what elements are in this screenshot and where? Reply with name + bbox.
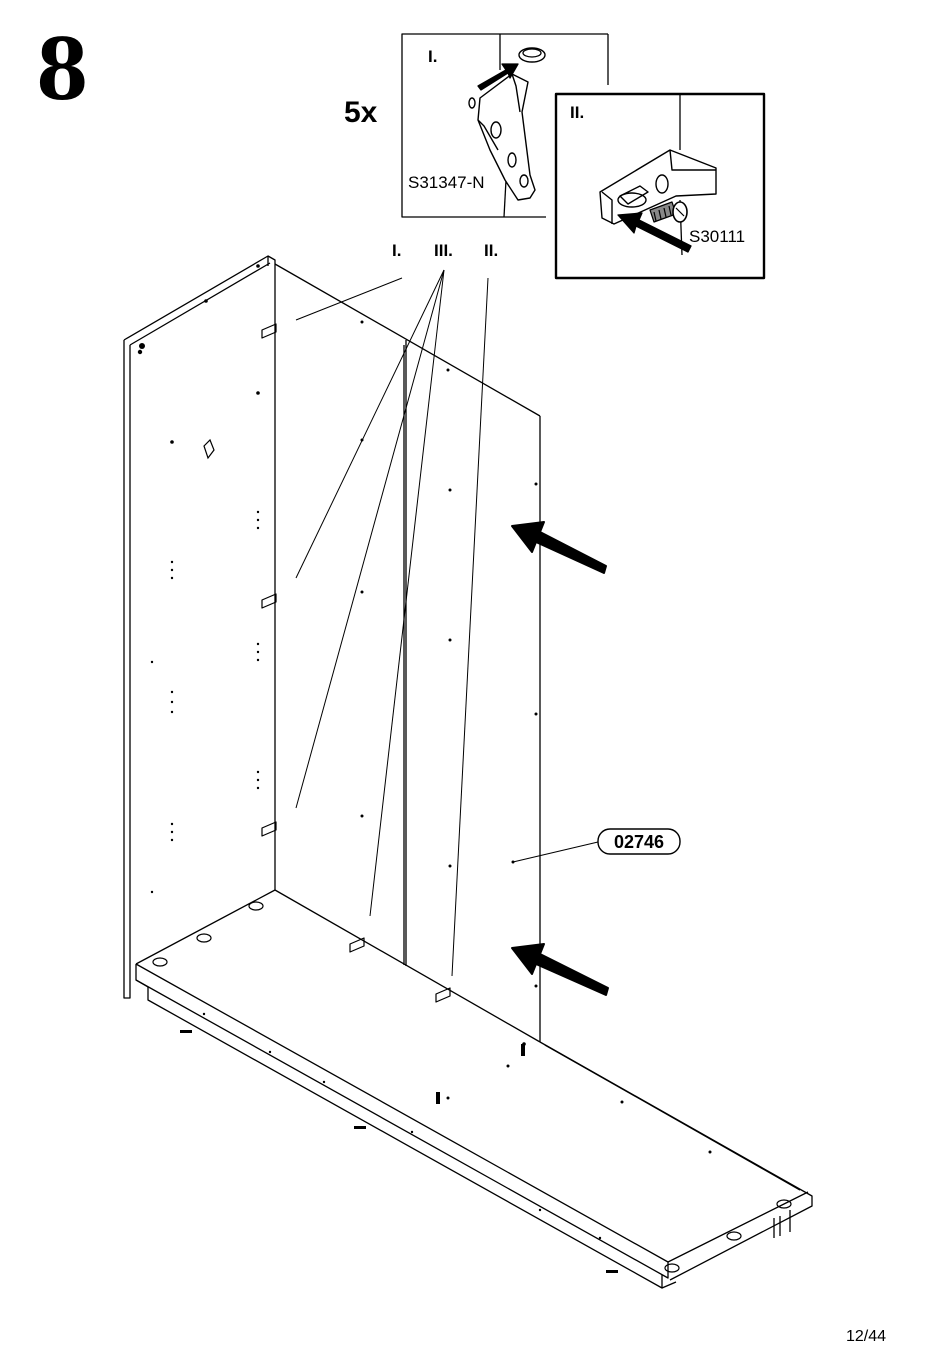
callout-one-label: I. [392, 241, 401, 260]
detail-two-box [556, 94, 764, 278]
cover-cap-drawing [519, 48, 545, 62]
detail-two-label: II. [570, 103, 584, 122]
page-number: 12/44 [846, 1328, 886, 1346]
callout-leaders [296, 270, 598, 976]
bottom-glides [153, 902, 791, 1272]
arrow-icon [512, 522, 606, 573]
panel-code-text: 02746 [614, 832, 664, 852]
callout-three-label: III. [434, 241, 453, 260]
cabinet-carcass [124, 256, 812, 1288]
detail-one-part-code: S31347-N [408, 173, 485, 192]
drill-holes [138, 264, 712, 1273]
side-hinge-brackets [262, 324, 450, 1002]
callout-two-label: II. [484, 241, 498, 260]
detail-two-part-code: S30111 [689, 227, 745, 246]
arrow-icon [512, 944, 608, 995]
detail-one-label: I. [428, 47, 437, 66]
